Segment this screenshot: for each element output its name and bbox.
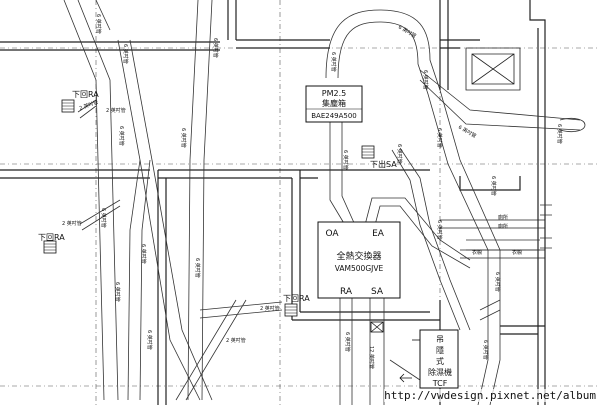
ducts [63, 0, 586, 405]
hx-model: VAM500GJVE [335, 264, 384, 273]
pipe-label: 6 英吋管 [140, 244, 147, 264]
damper-symbol [370, 321, 384, 333]
hx-ea-label: EA [372, 229, 385, 239]
watermark-url: http://vwdesign.pixnet.net/album [384, 389, 596, 402]
pipe-label: 6 英吋管 [194, 258, 201, 278]
pipe-label-2: 2 英吋管 [106, 107, 126, 114]
ra-label-2: 下回RA [38, 233, 65, 242]
dehum-line-3: 式 [436, 356, 444, 366]
pipe-label: 6 英吋管 [344, 332, 351, 352]
walls [0, 0, 546, 405]
room-label: 廁所 [498, 223, 508, 230]
pm25-model: BAE249A500 [311, 112, 357, 120]
pipe-label-2: 2 英吋管 [226, 337, 246, 344]
room-label: 衣櫥 [472, 249, 482, 256]
pipe-label-12: 12 英吋管 [368, 346, 375, 369]
pipe-label: 6 英吋管 [556, 124, 563, 144]
pipe-label: 6 英吋管 [342, 150, 349, 170]
room-label: 衣櫥 [512, 249, 522, 256]
hx-sa-label: SA [371, 287, 384, 297]
hx-ra-label: RA [340, 287, 353, 297]
pipe-label: 6 英吋管 [482, 340, 489, 360]
dehumidifier: 吊 隱 式 除濕機 TCF [399, 329, 459, 389]
dehum-line-5: TCF [432, 379, 448, 388]
pipe-label: 6 英吋管 [330, 52, 337, 72]
pipe-label: 6 英吋管 [494, 272, 501, 292]
hx-title: 全熱交換器 [336, 250, 381, 262]
pipe-label: 6 英吋管 [212, 38, 219, 58]
pm25-title: PM2.5 [322, 89, 346, 98]
sa-label-1: 下出SA [370, 159, 397, 169]
pipe-label: 6 英吋管 [397, 24, 418, 40]
pm25-box: PM2.5 集塵箱 BAE249A500 [305, 85, 363, 123]
pipe-label: 6 英吋管 [95, 14, 102, 34]
pipe-label: 6 英吋管 [114, 282, 121, 302]
room-label: 廁所 [498, 214, 508, 221]
pipe-label-2: 2 英吋管 [62, 220, 82, 227]
pm25-subtitle: 集塵箱 [322, 98, 346, 108]
ra-label-3: 下回RA [283, 294, 310, 303]
dehum-line-2: 隱 [436, 345, 444, 355]
pipe-label-2: 2 英吋管 [260, 305, 280, 312]
pipe-label: 6 英吋管 [457, 124, 478, 140]
pipe-label: 6 英吋管 [122, 44, 129, 64]
pipe-label: 6 英吋管 [180, 128, 187, 148]
pipe-label: 6 英吋管 [118, 126, 125, 146]
dehum-line-4: 除濕機 [428, 367, 452, 377]
dehum-line-1: 吊 [436, 335, 444, 344]
pipe-label: 6 英吋管 [100, 208, 107, 228]
ra-label-1: 下回RA [72, 90, 99, 99]
pipe-label: 6 英吋管 [490, 176, 497, 196]
pipe-label: 6 英吋管 [396, 144, 403, 164]
pipe-label: 6 英吋管 [436, 128, 443, 148]
pipe-label: 6 英吋管 [422, 70, 429, 90]
grilles [43, 99, 375, 317]
hx-oa-label: OA [325, 229, 339, 239]
pipe-label: 6 英吋管 [436, 220, 443, 240]
pipe-label: 6 英吋管 [146, 330, 153, 350]
heat-exchanger: OA EA 全熱交換器 VAM500GJVE RA SA [317, 221, 401, 299]
